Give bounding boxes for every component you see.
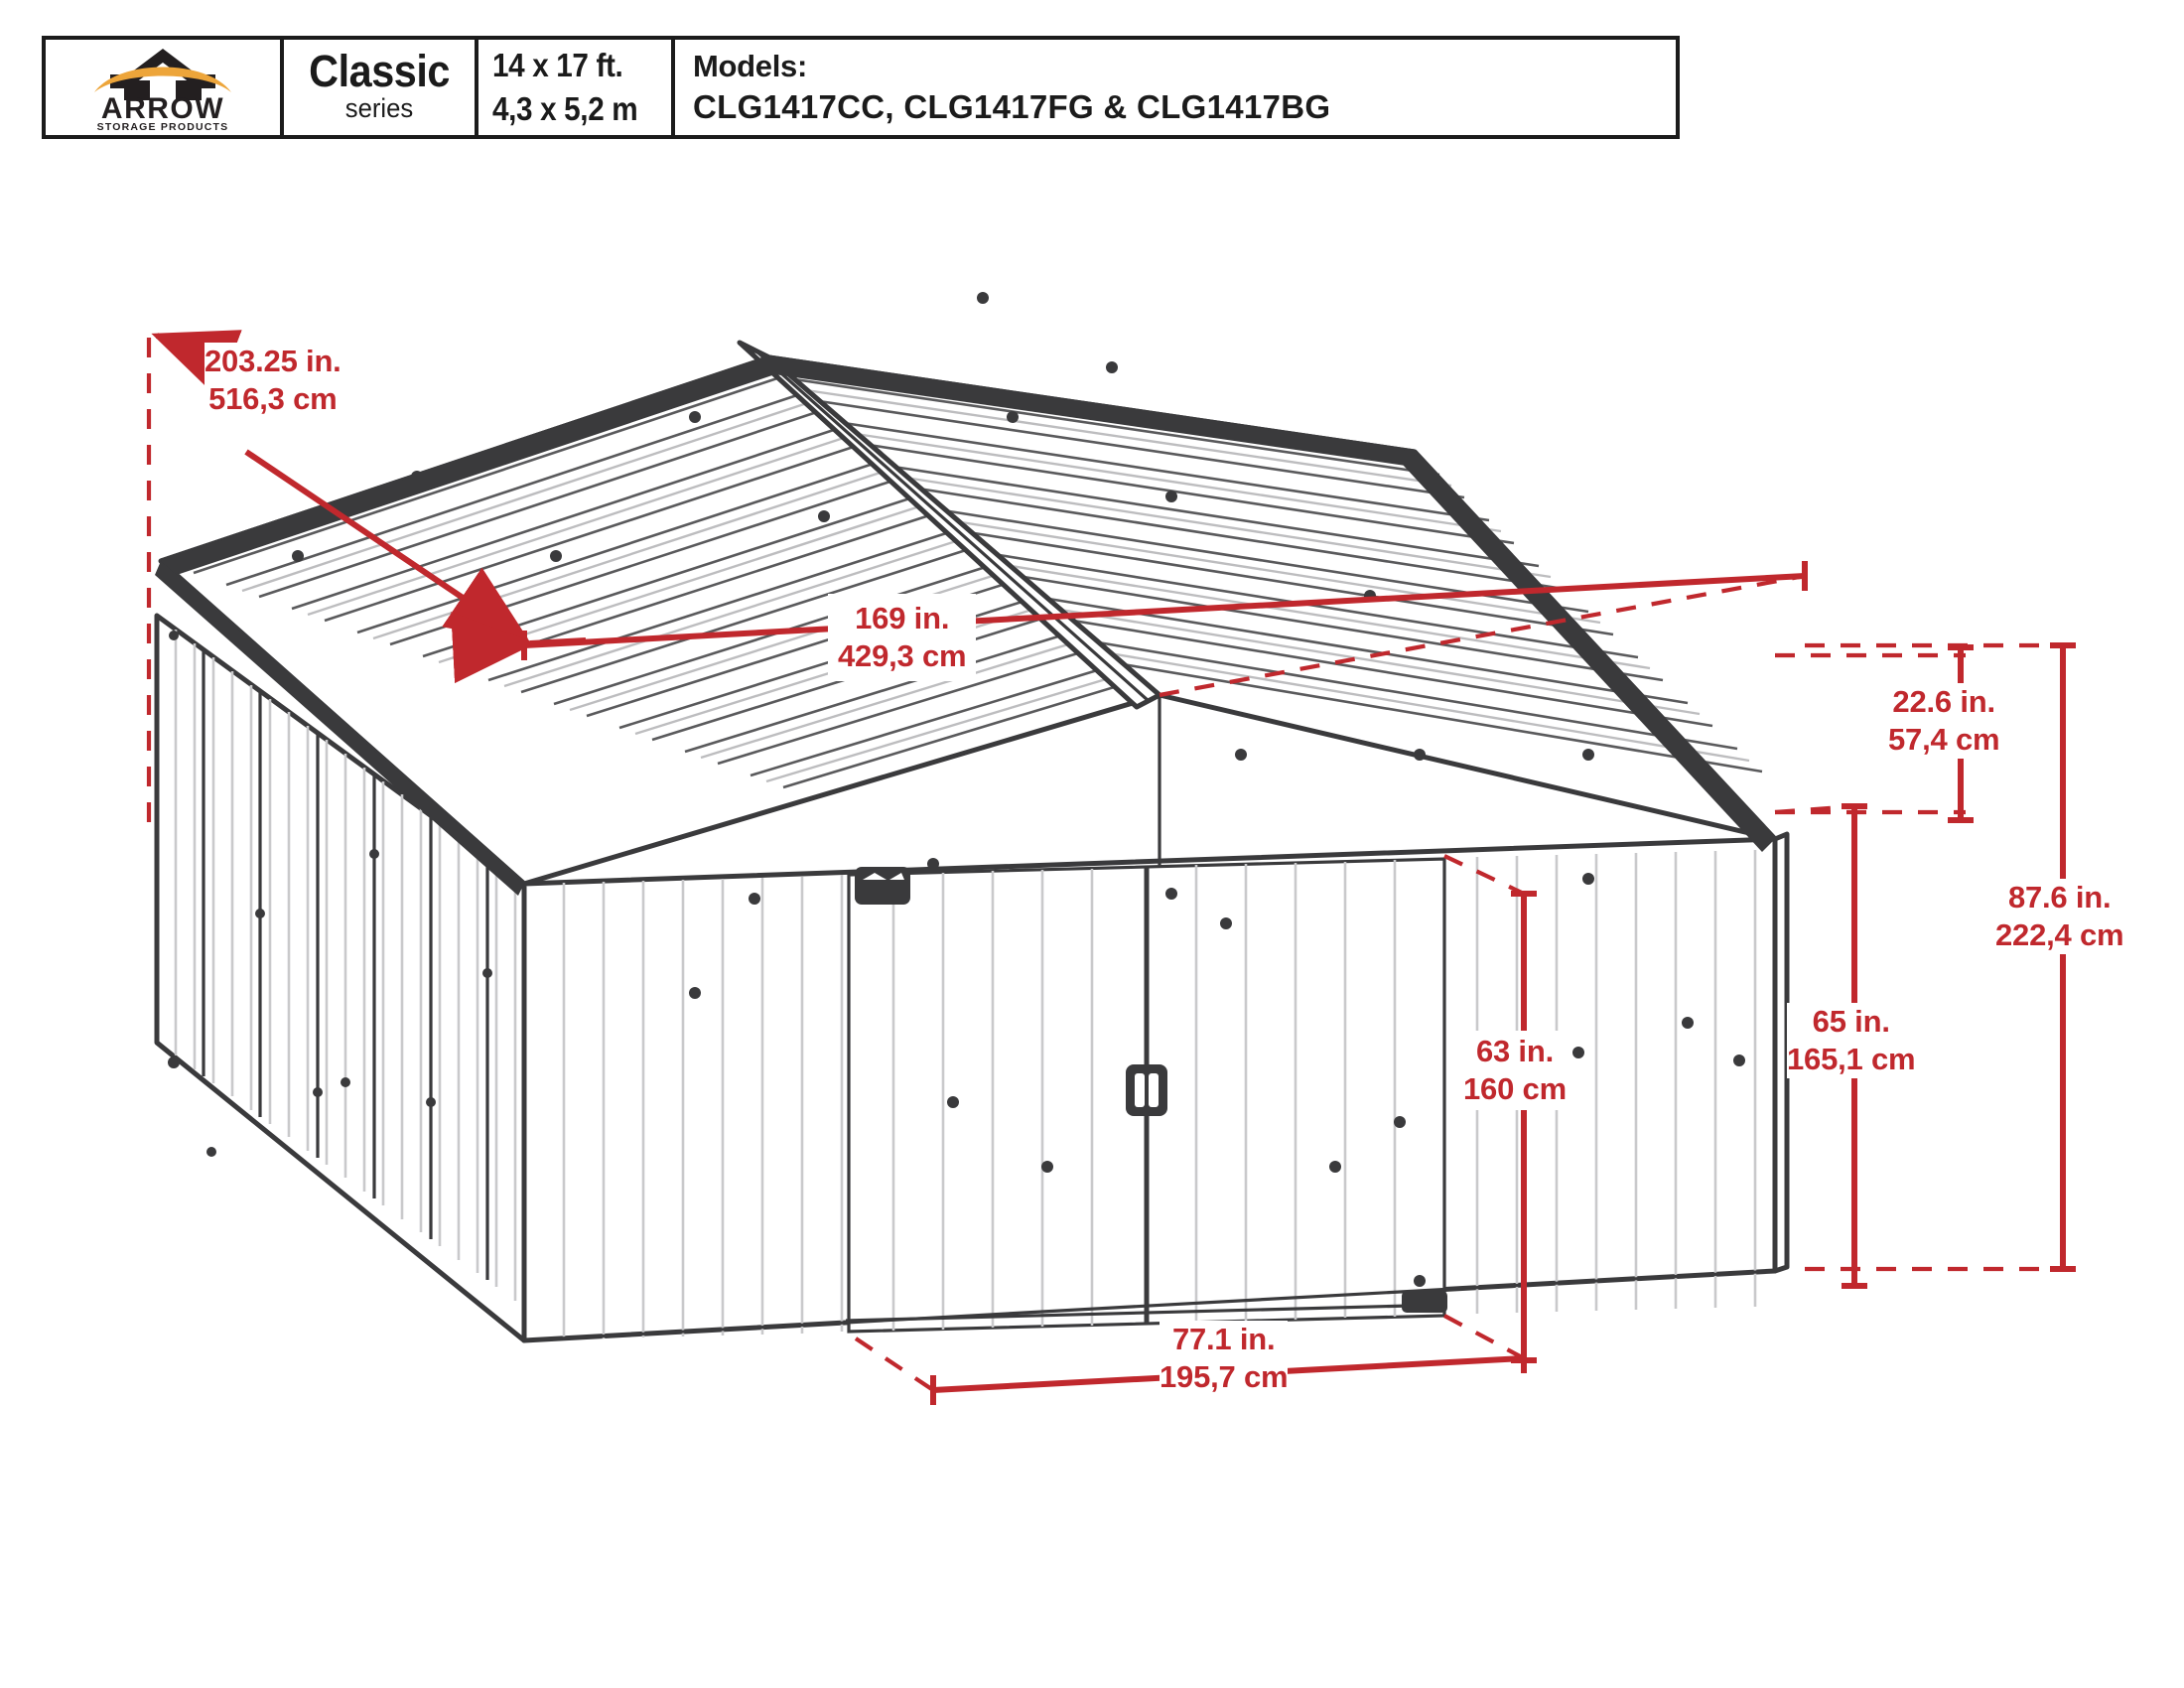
brand-name: ARROW bbox=[100, 92, 225, 125]
left-side-wall bbox=[154, 613, 527, 1343]
right-return-wall bbox=[1772, 831, 1790, 1274]
dim-imperial: 87.6 in. bbox=[2007, 880, 2112, 914]
dim-label-roof-depth: 169 in. 429,3 cm bbox=[828, 594, 977, 681]
dim-imperial: 203.25 in. bbox=[205, 344, 341, 378]
floor-left-edge bbox=[155, 1041, 526, 1342]
dim-metric: 57,4 cm bbox=[1888, 721, 2000, 757]
dim-imperial: 22.6 in. bbox=[1892, 684, 1995, 719]
door-latch-plate-icon bbox=[855, 867, 910, 905]
brand-tagline: STORAGE PRODUCTS bbox=[96, 121, 229, 133]
dim-imperial: 63 in. bbox=[1475, 1034, 1554, 1068]
dim-extension-depth bbox=[1159, 573, 1806, 698]
floor-front-edge bbox=[523, 1269, 1776, 1342]
dim-metric: 516,3 cm bbox=[208, 380, 338, 416]
series-cell: Classic series bbox=[284, 40, 478, 135]
arrow-logo: ARROW STORAGE PRODUCTS bbox=[62, 43, 265, 134]
dim-metric: 195,7 cm bbox=[1160, 1358, 1289, 1394]
models-label: Models: bbox=[693, 48, 808, 83]
dim-ext-sidewall-top bbox=[1774, 803, 1855, 815]
models-list: CLG1417CC, CLG1417FG & CLG1417BG bbox=[693, 88, 1331, 126]
dim-metric: 429,3 cm bbox=[838, 637, 967, 673]
size-cell: 14 x 17 ft. 4,3 x 5,2 m bbox=[478, 40, 675, 135]
series-sub-label: series bbox=[344, 92, 414, 123]
series-name: Classic bbox=[309, 46, 450, 97]
size-imperial: 14 x 17 ft. bbox=[492, 47, 623, 84]
door-handle-icon[interactable] bbox=[1126, 1064, 1167, 1116]
dim-metric: 165,1 cm bbox=[1787, 1041, 1916, 1076]
dim-ext-door-h-bot bbox=[1443, 1314, 1525, 1360]
dim-ext-door-w bbox=[854, 1336, 935, 1392]
door-foot-bracket-icon bbox=[1402, 1291, 1447, 1313]
dim-label-peak-height: 87.6 in. 222,4 cm bbox=[1995, 879, 2124, 954]
dim-metric: 160 cm bbox=[1463, 1070, 1567, 1106]
models-cell: Models: CLG1417CC, CLG1417FG & CLG1417BG bbox=[675, 40, 1676, 135]
dim-label-overall-width: 203.25 in. 516,3 cm bbox=[205, 343, 341, 418]
dim-label-sidewall-height: 65 in. 165,1 cm bbox=[1787, 1003, 1916, 1078]
dim-ext-door-h-top bbox=[1443, 854, 1525, 896]
arrow-house-logo-icon bbox=[94, 49, 231, 100]
dim-arrow-depth-left bbox=[451, 612, 587, 684]
dim-leader-overall-2 bbox=[244, 449, 531, 644]
shed-body bbox=[154, 292, 1790, 1343]
size-metric: 4,3 x 5,2 m bbox=[492, 90, 638, 127]
front-wall bbox=[521, 836, 1778, 1343]
dim-metric: 222,4 cm bbox=[1995, 916, 2124, 952]
title-block: ARROW STORAGE PRODUCTS Classic series 14… bbox=[42, 36, 1680, 139]
dim-label-overhang-rise: 22.6 in. 57,4 cm bbox=[1888, 683, 2000, 759]
dim-label-door-width: 77.1 in. 195,7 cm bbox=[1160, 1321, 1289, 1396]
brand-logo-cell: ARROW STORAGE PRODUCTS bbox=[46, 40, 284, 135]
dim-label-door-height: 63 in. 160 cm bbox=[1457, 1031, 1572, 1110]
dim-imperial: 169 in. bbox=[855, 601, 950, 635]
dim-imperial: 77.1 in. bbox=[1171, 1322, 1276, 1356]
dim-imperial: 65 in. bbox=[1812, 1004, 1890, 1039]
dim-line-depth bbox=[523, 573, 1806, 648]
